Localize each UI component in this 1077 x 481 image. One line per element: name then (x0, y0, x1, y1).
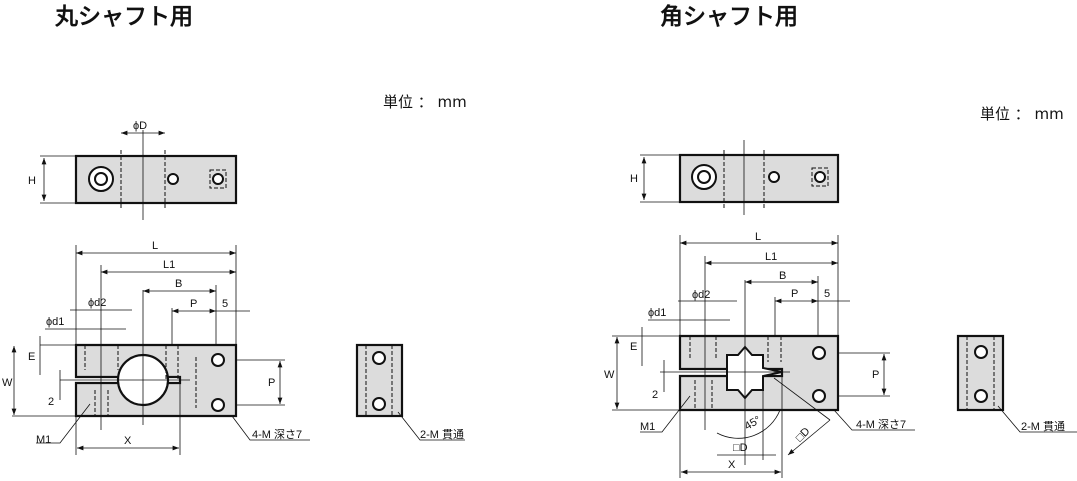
label-H: H (28, 175, 36, 187)
label-P-vertical-square: P (872, 369, 879, 381)
label-P: P (190, 298, 197, 310)
label-X-square: X (728, 459, 736, 471)
label-P-vertical: P (268, 377, 275, 389)
label-2M-square: 2-M 貫通 (1021, 420, 1065, 433)
label-2-square: 2 (652, 389, 658, 401)
label-4M: 4-M 深さ7 (252, 428, 302, 441)
label-W-square: W (604, 369, 615, 381)
square-top-view: H (630, 140, 840, 215)
label-H-square: H (630, 173, 638, 185)
label-5: 5 (222, 298, 228, 310)
label-2M: 2-M 貫通 (420, 428, 464, 441)
square-unit-label: 単位 ： mm (980, 105, 1064, 123)
label-L1-square: L1 (765, 251, 777, 263)
label-4M-square: 4-M 深さ7 (856, 418, 906, 431)
label-L-square: L (755, 231, 761, 243)
round-side-view: 2-M 貫通 (355, 343, 465, 441)
label-sqD: □D (733, 442, 748, 454)
label-2: 2 (48, 396, 54, 408)
label-phid1: ϕd1 (46, 316, 64, 328)
label-45deg: 45° (743, 414, 763, 433)
square-front-view: L L1 B P 5 ϕd2 ϕd1 W E 2 P 45° □D □D X M… (604, 231, 915, 478)
round-unit-label: 単位 ： mm (383, 93, 467, 111)
label-P-square: P (791, 288, 798, 300)
label-phid2-square: ϕd2 (692, 289, 710, 301)
label-E: E (28, 351, 35, 363)
label-B: B (175, 278, 182, 290)
label-B-square: B (779, 270, 786, 282)
label-L1: L1 (163, 259, 175, 271)
round-front-view: L L1 B P 5 ϕd2 ϕd1 W E 2 P X M1 4-M 深さ7 (2, 240, 310, 455)
label-W: W (2, 377, 13, 389)
round-top-view: ϕD H (28, 120, 238, 220)
label-M1: M1 (36, 434, 51, 446)
round-shaft-section: 丸シャフト用 単位 ： mm ϕD H L L1 B P 5 ϕd2 ϕd1 W… (2, 4, 467, 455)
square-shaft-section: 角シャフト用 単位 ： mm H L L1 B P 5 ϕd2 ϕd1 W E … (604, 3, 1077, 478)
label-phid1-square: ϕd1 (648, 307, 666, 319)
label-M1-square: M1 (640, 421, 655, 433)
label-E-square: E (630, 341, 637, 353)
round-shaft-title: 丸シャフト用 (54, 4, 193, 30)
label-phiD: ϕD (133, 120, 147, 132)
label-X: X (124, 435, 132, 447)
square-shaft-title: 角シャフト用 (660, 3, 798, 30)
square-side-view: 2-M 貫通 (956, 334, 1077, 433)
label-5-square: 5 (824, 288, 830, 300)
label-phid2: ϕd2 (88, 297, 106, 309)
label-L: L (152, 240, 158, 252)
label-sqD-rotated: □D (794, 425, 813, 444)
